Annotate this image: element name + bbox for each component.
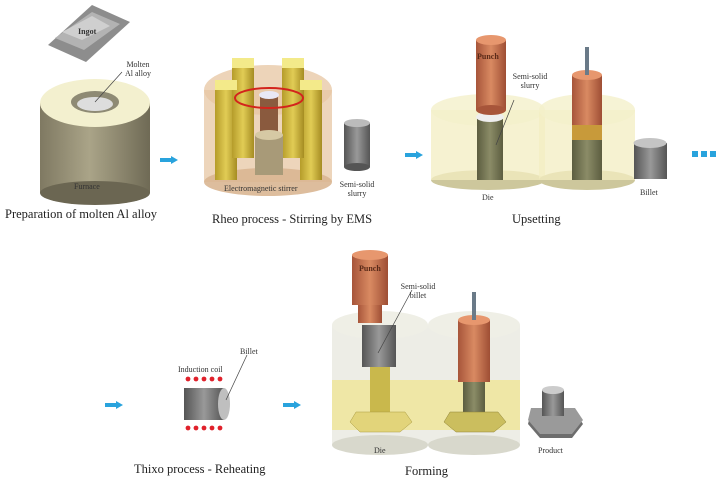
billet-cylinder <box>633 138 667 179</box>
punch-label: Punch <box>477 52 499 61</box>
upsetting-die-1 <box>431 35 545 190</box>
induction-coil <box>185 376 223 431</box>
die-label: Die <box>482 193 494 202</box>
flow-arrow-icon <box>105 401 123 409</box>
furnace-label: Furnace <box>74 182 100 191</box>
electromagnetic-stirrer <box>204 58 332 196</box>
forming-die-1 <box>332 250 428 455</box>
flow-arrow-icon <box>160 156 178 164</box>
rheo-slurry-label: Semi-solid slurry <box>339 180 375 198</box>
forming-die-label: Die <box>374 446 386 455</box>
caption-rheo: Rheo process - Stirring by EMS <box>212 212 373 226</box>
caption-preparation: Preparation of molten Al alloy <box>5 207 158 221</box>
caption-thixo: Thixo process - Reheating <box>134 462 266 476</box>
caption-forming: Forming <box>405 464 449 478</box>
billet-label: Billet <box>640 188 658 197</box>
reheating-billet <box>184 354 248 420</box>
forming-billet-label: Semi-solid billet <box>400 282 436 300</box>
furnace <box>40 71 150 205</box>
upsetting-slurry-label: Semi-solid slurry <box>512 72 548 90</box>
semi-solid-slurry-cylinder <box>344 119 370 171</box>
product <box>528 386 583 438</box>
continuation-dots <box>692 151 716 157</box>
forming-punch-label: Punch <box>359 264 381 273</box>
flow-arrow-icon <box>283 401 301 409</box>
caption-upsetting: Upsetting <box>512 212 561 226</box>
molten-alloy-label: Molten Al alloy <box>125 60 151 78</box>
induction-coil-label: Induction coil <box>178 365 223 374</box>
thixo-billet-label: Billet <box>240 347 258 356</box>
ingot-label: Ingot <box>78 27 97 36</box>
flow-arrow-icon <box>405 151 423 159</box>
stirrer-label: Electromagnetic stirrer <box>224 184 298 193</box>
product-label: Product <box>538 446 563 455</box>
upsetting-die-2 <box>539 47 635 190</box>
ingot <box>48 5 130 62</box>
forming-die-2 <box>428 292 520 455</box>
